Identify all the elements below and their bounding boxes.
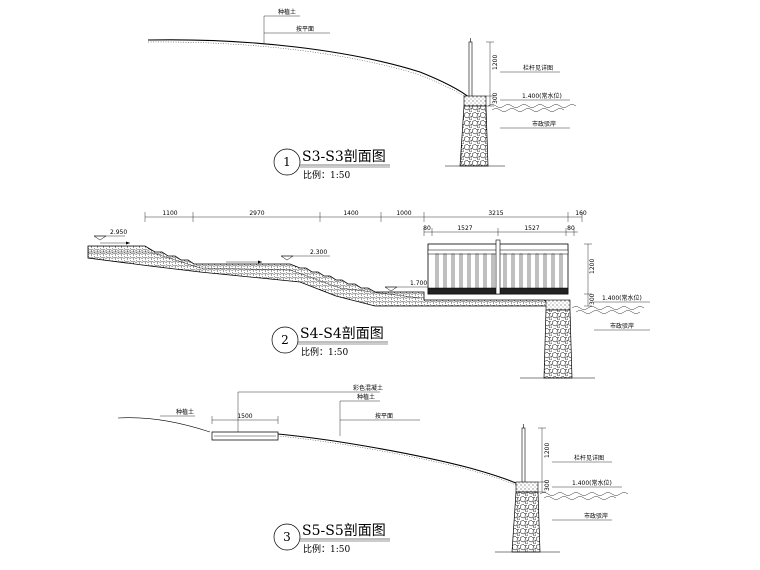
- soil-left-label: 种植土: [176, 408, 194, 416]
- water-surface: [487, 104, 577, 108]
- section-s4: 1100 2970 1400 1000 3215 160 80 1527 152…: [87, 210, 650, 379]
- slope-line-s5: [117, 417, 211, 433]
- railing-baluster: [483, 253, 487, 289]
- water-level-label-s5: 1.400(常水位): [572, 479, 612, 487]
- elevation-1700: 1.700: [410, 280, 427, 287]
- dim-top-6: 160: [575, 210, 587, 217]
- concrete-label: 彩色混凝土: [353, 384, 383, 392]
- revetment-label: 市政驳岸: [532, 120, 556, 128]
- section-number-circle-s4: [271, 326, 299, 354]
- water-surface-s4: [571, 306, 645, 310]
- dim-1500: 1500: [237, 413, 252, 420]
- railing-baluster: [475, 253, 479, 289]
- railing-post: [468, 41, 473, 99]
- revetment-wall-s4: [543, 309, 573, 379]
- section-title-s4: S4-S4剖面图: [300, 326, 384, 342]
- water-level-label-s4: 1.400(常水位): [602, 294, 642, 302]
- elevation-2300: 2.300: [310, 249, 327, 256]
- railing-baluster: [443, 253, 447, 289]
- section-s3: 种植土 按平面 1200 300 栏杆见详图 1.400(常水位) 市政驳岸 1…: [147, 8, 577, 181]
- railing-baluster: [559, 253, 563, 289]
- railing-post-s5: [521, 427, 526, 485]
- railing-label-s5: 栏杆见详图: [574, 454, 604, 462]
- dim-sub-1: 80: [423, 225, 431, 232]
- scale-label-s5: 比例：1:50: [303, 543, 350, 555]
- revetment-wall: [459, 105, 489, 167]
- railing-baluster: [511, 253, 515, 289]
- dim-rail-s5: 1200: [544, 443, 551, 458]
- railing-baluster: [435, 253, 439, 289]
- dim-base-s5: 300: [544, 479, 551, 491]
- scale-label-s4: 比例：1:50: [301, 346, 348, 358]
- railing-elevation: [427, 239, 569, 295]
- dim-sub-2: 1527: [457, 225, 472, 232]
- railing-label: 栏杆见详图: [523, 64, 553, 72]
- water-level-label: 1.400(常水位): [522, 92, 562, 100]
- railing-baluster: [551, 253, 555, 289]
- dim-top-5: 3215: [488, 210, 503, 217]
- revetment-label-s5: 市政驳岸: [584, 512, 608, 520]
- section-number-s4: 2: [281, 333, 289, 347]
- elevation-2950: 2.950: [110, 229, 127, 236]
- dim-top-4: 1000: [396, 210, 411, 217]
- dim-top-3: 1400: [343, 210, 358, 217]
- dim-rail: 1200: [492, 55, 499, 70]
- railing-baluster: [491, 253, 495, 289]
- dim-top-1: 1100: [162, 210, 177, 217]
- dim-base: 300: [492, 92, 499, 104]
- grade-label: 按平面: [296, 25, 314, 33]
- revetment-label-s4: 市政驳岸: [610, 322, 634, 330]
- water-surface-s5: [539, 492, 629, 496]
- dim-base-s4: 300: [589, 293, 596, 305]
- scale-label: 比例：1:50: [303, 169, 350, 181]
- section-number-circle-s5: [273, 523, 301, 551]
- railing-baluster: [451, 253, 455, 289]
- section-number-circle: [273, 148, 301, 176]
- grade-label-s5: 按平面: [375, 412, 393, 420]
- soil-label-s5: 种植土: [357, 393, 375, 401]
- section-s5: 彩色混凝土 种植土 种植土 1500 按平面 1200 300 栏: [117, 384, 629, 555]
- railing-baluster: [503, 253, 507, 289]
- dim-rail-s4: 1200: [589, 259, 596, 274]
- railing-baluster: [527, 253, 531, 289]
- soil-label: 种植土: [278, 8, 296, 16]
- railing-baluster: [467, 253, 471, 289]
- railing-baluster: [535, 253, 539, 289]
- dim-top-2: 2970: [249, 210, 264, 217]
- section-title-s5: S5-S5剖面图: [302, 523, 386, 539]
- section-number: 1: [283, 155, 291, 169]
- steps-profile: [87, 245, 549, 307]
- railing-baluster: [519, 253, 523, 289]
- section-number-s5: 3: [283, 530, 291, 544]
- railing-baluster: [543, 253, 547, 289]
- dim-sub-3: 1527: [524, 225, 539, 232]
- section-title: S3-S3剖面图: [302, 149, 386, 165]
- slope-line: [147, 39, 471, 99]
- dim-sub-4: 80: [567, 225, 575, 232]
- railing-baluster: [459, 253, 463, 289]
- revetment-wall-s5: [511, 491, 541, 553]
